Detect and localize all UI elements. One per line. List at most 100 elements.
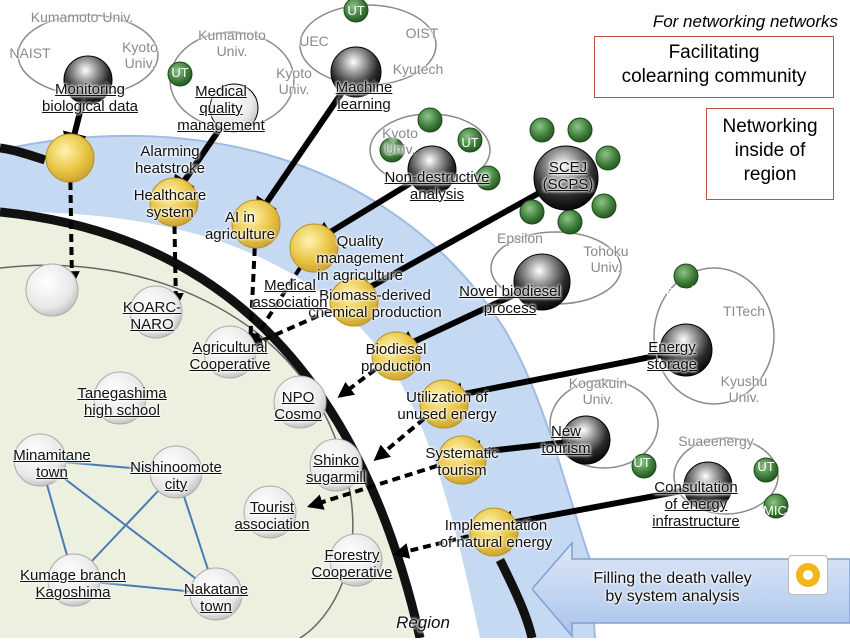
- partner-node: [595, 145, 621, 171]
- partner-label-uec: UEC: [299, 33, 329, 49]
- org-shinko-sugarmill: Shinko sugarmill: [305, 452, 366, 486]
- org-nakatane-town: Nakatane town: [183, 581, 249, 615]
- hub-node: [533, 145, 599, 211]
- valley-band: [0, 135, 595, 638]
- project-node: [231, 199, 281, 249]
- partner-node: [343, 0, 369, 23]
- hub-energy-storage-label: Energy storage: [646, 339, 698, 373]
- regional-node: [189, 567, 243, 621]
- project-utilization-of-unused-energy: Utilization of unused energy: [397, 389, 497, 423]
- partner-label-ut: UT: [757, 459, 775, 474]
- regional-node: [203, 325, 257, 379]
- regional-node: [243, 485, 297, 539]
- project-node: [437, 435, 487, 485]
- hub-project-link: [489, 483, 709, 535]
- facilitating-box: Facilitating colearning community: [594, 36, 834, 98]
- partner-label-tohoku-univ: Tohoku Univ.: [583, 243, 629, 275]
- partner-label-kumamoto-univ: Kumamoto Univ.: [198, 27, 266, 59]
- partner-label-micg: MICG: [763, 503, 797, 518]
- partner-label-kyushu-univ: Kyushu Univ.: [720, 373, 768, 405]
- org-forestry-cooperative: Forestry Cooperative: [311, 547, 393, 581]
- project-implementation-of-natural-energy: Implementation of natural energy: [439, 517, 553, 551]
- project-node: [329, 277, 379, 327]
- partner-node: [519, 199, 545, 225]
- partner-label-kyutech: Kyutech: [392, 61, 444, 77]
- project-node: [45, 133, 95, 183]
- hub-nondestructive-label: Non-destructive analysis: [384, 169, 490, 203]
- hub-ring: [549, 379, 659, 469]
- partner-node: [557, 209, 583, 235]
- partner-label-ut: UT: [633, 455, 651, 470]
- org-minamitane-town: Minamitane town: [13, 447, 91, 481]
- project-region-link: [337, 352, 399, 398]
- hub-project-link: [439, 347, 687, 407]
- regional-node: [149, 445, 203, 499]
- hub-ring: [653, 267, 775, 405]
- region-label: Region: [396, 613, 450, 632]
- partner-node: [567, 117, 593, 143]
- hub-medical-quality-label: Medical quality management: [177, 83, 265, 134]
- death-valley-banner: [532, 541, 850, 638]
- hub-scej-label: SCEJ (SCPS): [542, 159, 594, 193]
- partner-node: [753, 457, 779, 483]
- org-tourist-association: Tourist association: [234, 499, 310, 533]
- partner-label-naist: NAIST: [9, 45, 51, 61]
- project-node: [469, 507, 519, 557]
- org-medical-association: Medical association: [252, 277, 328, 311]
- project-healthcare-system: Healthcare system: [133, 187, 207, 221]
- project-node: [149, 177, 199, 227]
- partner-label-kyoto-univ: Kyoto Univ.: [276, 65, 312, 97]
- hub-node: [209, 83, 259, 133]
- hub-node: [330, 46, 382, 98]
- hub-consultation-label: Consultation of energy infrastructure: [652, 479, 740, 530]
- partner-label-oist: OIST: [405, 25, 439, 41]
- org-koarc-naro: KOARC- NARO: [122, 299, 182, 333]
- org-npo-cosmo: NPO Cosmo: [274, 389, 322, 423]
- partner-label-kyoto-univ: Kyoto Univ.: [122, 39, 158, 71]
- regional-node: [13, 433, 67, 487]
- hub-node: [659, 323, 713, 377]
- hub-new-tourism-label: New tourism: [541, 423, 591, 457]
- regional-node: [129, 285, 183, 339]
- regional-node: [25, 263, 79, 317]
- hub-novel-biodiesel-label: Novel biodiesel process: [459, 283, 561, 317]
- regional-node: [309, 438, 363, 492]
- partner-label-kyoto-univ: Kyoto Univ.: [382, 125, 418, 157]
- project-node: [371, 331, 421, 381]
- project-alarming-heatstroke: Alarming heatstroke: [134, 143, 206, 177]
- partner-label-suaeenergy: Suaeenergy: [678, 433, 754, 449]
- hub-node: [683, 461, 733, 511]
- hub-node: [63, 55, 113, 105]
- hub-ring: [673, 437, 779, 515]
- org-tanegashima-high-school: Tanegashima high school: [77, 385, 167, 419]
- regional-node: [329, 533, 383, 587]
- partner-node: [379, 137, 405, 163]
- regional-node: [273, 375, 327, 429]
- partner-node: [529, 117, 555, 143]
- region-circle: [0, 264, 354, 639]
- partner-node: [475, 165, 501, 191]
- org-nishinoomote-city: Nishinoomote city: [130, 459, 222, 493]
- project-node: [289, 223, 339, 273]
- hub-node: [513, 253, 571, 311]
- partner-label-titech: TITech: [722, 303, 765, 319]
- hub-node: [407, 145, 457, 195]
- partner-node: [417, 107, 443, 133]
- org-kumage-branch-kagoshima: Kumage branch Kagoshima: [20, 567, 126, 601]
- partner-label-kumamoto-univ: Kumamoto Univ.: [30, 9, 134, 25]
- regional-link: [39, 459, 217, 595]
- logo-emblem: [788, 555, 828, 595]
- networking-box: Networking inside of region: [706, 108, 834, 200]
- hub-project-link: [253, 70, 359, 222]
- project-quality-management-in-agriculture: Quality management in agriculture: [316, 233, 404, 284]
- partner-node: [457, 127, 483, 153]
- org-agricultural-cooperative: Agricultural Cooperative: [189, 339, 271, 373]
- project-region-link: [62, 152, 80, 288]
- project-systematic-tourism: Systematic tourism: [425, 445, 499, 479]
- hub-machine-learning-label: Machine learning: [335, 79, 393, 113]
- regional-node: [93, 371, 147, 425]
- partner-node: [673, 263, 699, 289]
- partner-node: [763, 493, 789, 519]
- hub-monitoring-label: Monitoring biological data: [42, 81, 138, 115]
